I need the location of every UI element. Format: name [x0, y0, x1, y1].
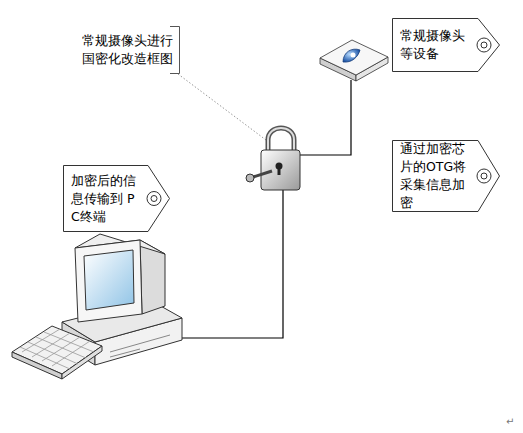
text-column: 通过加密芯 片的OTG将 采集信息加 密: [400, 140, 468, 212]
callout-text: 常规摄像头 等设备: [400, 27, 468, 63]
tag-callout: 常规摄像头 等设备: [392, 18, 500, 72]
callout-text: 加密后的信 息传输到 PC终端: [71, 172, 139, 226]
tag-callout: 通过加密芯 片的OTG将 采集信息加 密: [392, 140, 500, 212]
callout-text: 通过加密芯 片的OTG将 采集信息加 密: [400, 140, 468, 212]
wire: [300, 80, 351, 155]
text-column: 常规摄像头进行 国密化改造框图: [82, 26, 174, 74]
lock-symbol: [246, 128, 300, 190]
paragraph-mark: ↵: [506, 416, 514, 427]
computer-symbol: [12, 234, 182, 379]
title-callout: 常规摄像头进行 国密化改造框图: [78, 26, 180, 74]
callout-text: 常规摄像头进行 国密化改造框图: [82, 32, 174, 68]
camera-symbol: [320, 40, 388, 81]
leader-line: [178, 74, 266, 140]
tag-callout: 加密后的信 息传输到 PC终端: [63, 165, 170, 232]
text-column: 常规摄像头 等设备: [400, 18, 468, 72]
text-column: 加密后的信 息传输到 PC终端: [71, 165, 139, 232]
wire: [178, 190, 283, 338]
tag-outline: [392, 18, 500, 72]
